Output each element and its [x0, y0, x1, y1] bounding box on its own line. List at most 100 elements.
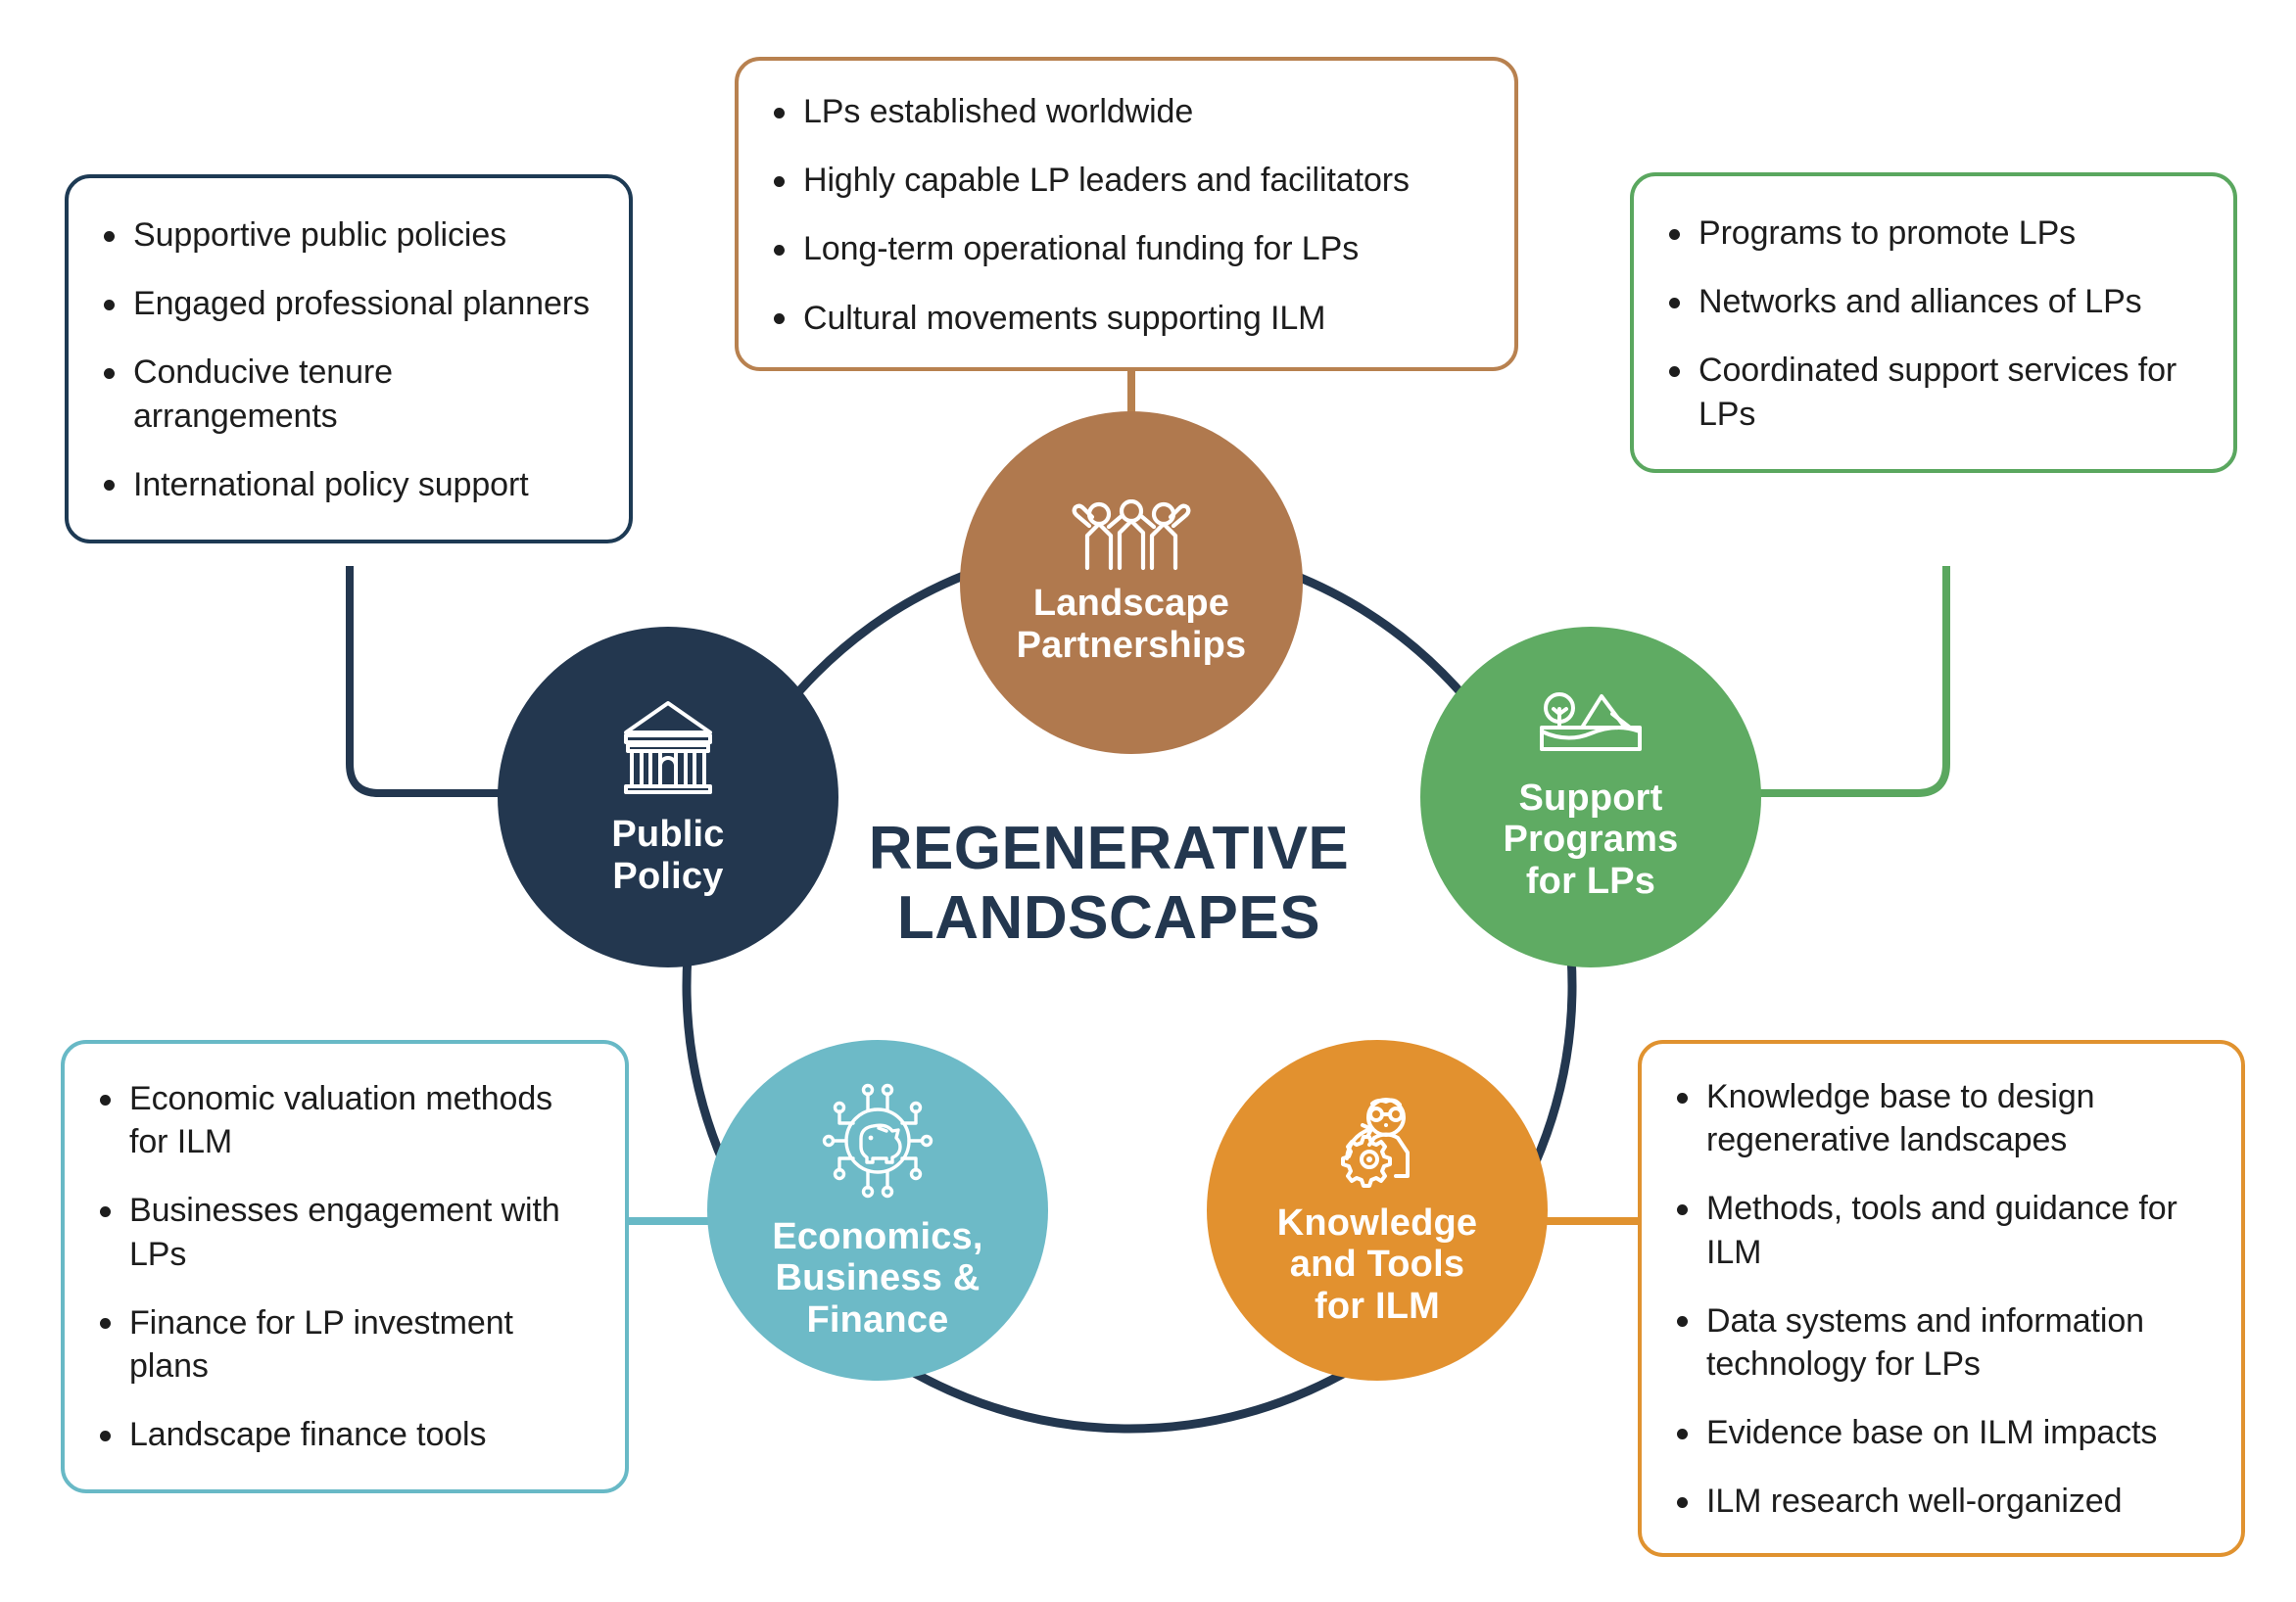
list-item-text: Data systems and information technology … [1706, 1301, 2144, 1383]
classical-building-icon [620, 697, 716, 800]
node-label-line-2: Policy [612, 855, 724, 897]
node-label-line-1: Economics, [772, 1215, 983, 1257]
callout-economics-business-finance: Economic valuation methods for ILM Busin… [61, 1040, 629, 1494]
list-item: Knowledge base to design regenerative la… [1669, 1075, 2212, 1161]
center-title-line-1: REGENERATIVE [868, 815, 1350, 882]
node-label-line-1: Landscape [1032, 582, 1230, 624]
list-item: Evidence base on ILM impacts [1669, 1411, 2212, 1454]
node-label-line-3: for LPs [1525, 860, 1656, 902]
callout-public-policy: Supportive public policies Engaged profe… [65, 174, 633, 543]
bullet-icon [100, 1094, 111, 1106]
node-label-line-2: Business & [775, 1257, 981, 1299]
list-item-text: LPs established worldwide [803, 93, 1194, 130]
connector-public-policy [346, 566, 519, 797]
person-brain-gear-icon [1323, 1094, 1431, 1195]
bullet-icon [1677, 1316, 1688, 1328]
list-item-text: ILM research well-organized [1706, 1483, 2123, 1521]
list-item: Highly capable LP leaders and facilitato… [766, 159, 1487, 202]
node-label-line-3: for ILM [1314, 1285, 1441, 1327]
callout-knowledge-and-tools: Knowledge base to design regenerative la… [1638, 1040, 2245, 1557]
node-label-line-2: Partnerships [1016, 624, 1247, 666]
list-item: Economic valuation methods for ILM [92, 1077, 596, 1163]
list-item: LPs established worldwide [766, 90, 1487, 133]
node-label-line-1: Public [611, 813, 725, 855]
bullet-icon [100, 1206, 111, 1218]
node-label-line-2: and Tools [1289, 1244, 1465, 1286]
list-item-text: Conducive tenure arrangements [133, 353, 393, 435]
list-item: Data systems and information technology … [1669, 1299, 2212, 1386]
landscape-tree-mountain-icon [1536, 691, 1646, 766]
bullet-icon [100, 1430, 111, 1441]
list-item: Cultural movements supporting ILM [766, 297, 1487, 340]
list-item: Methods, tools and guidance for ILM [1669, 1187, 2212, 1273]
connector-support-programs [1753, 566, 1950, 797]
list-item: Long-term operational funding for LPs [766, 227, 1487, 270]
list-item-text: Finance for LP investment plans [129, 1303, 513, 1385]
list-item-text: Methods, tools and guidance for ILM [1706, 1190, 2177, 1271]
list-item: Supportive public policies [96, 213, 599, 257]
node-landscape-partnerships[interactable]: Landscape Partnerships [960, 411, 1303, 754]
list-item-text: Cultural movements supporting ILM [803, 299, 1326, 337]
bullet-list-public-policy: Supportive public policies Engaged profe… [96, 213, 599, 506]
list-item: Networks and alliances of LPs [1661, 280, 2204, 323]
list-item-text: Supportive public policies [133, 216, 507, 254]
node-label-line-3: Finance [806, 1298, 949, 1341]
bullet-icon [104, 299, 115, 310]
bullet-icon [1677, 1092, 1688, 1104]
bullet-icon [104, 480, 115, 492]
bullet-icon [104, 230, 115, 242]
list-item-text: Landscape finance tools [129, 1416, 487, 1454]
node-economics-business-finance[interactable]: Economics, Business & Finance [707, 1040, 1048, 1381]
list-item-text: Economic valuation methods for ILM [129, 1080, 553, 1161]
bullet-icon [100, 1318, 111, 1330]
list-item-text: Businesses engagement with LPs [129, 1192, 560, 1273]
list-item: International policy support [96, 463, 599, 506]
list-item-text: Long-term operational funding for LPs [803, 230, 1360, 268]
callout-landscape-partnerships: LPs established worldwide Highly capable… [735, 57, 1518, 371]
list-item: Landscape finance tools [92, 1413, 596, 1456]
list-item-text: Coordinated support services for LPs [1698, 352, 2177, 433]
list-item-text: Evidence base on ILM impacts [1706, 1414, 2158, 1452]
bullet-icon [1677, 1204, 1688, 1216]
node-label: Economics, Business & Finance [772, 1216, 982, 1342]
list-item-text: Highly capable LP leaders and facilitato… [803, 162, 1410, 200]
bullet-list-landscape-partnerships: LPs established worldwide Highly capable… [766, 90, 1487, 340]
diagram-center-title: REGENERATIVE LANDSCAPES [835, 815, 1383, 953]
bullet-icon [774, 107, 785, 118]
node-label: Knowledge and Tools for ILM [1277, 1202, 1477, 1328]
bullet-icon [774, 313, 785, 325]
list-item: Programs to promote LPs [1661, 212, 2204, 255]
list-item: Conducive tenure arrangements [96, 351, 599, 437]
bullet-icon [1677, 1428, 1688, 1439]
node-label-line-2: Programs [1503, 819, 1679, 861]
list-item-text: Programs to promote LPs [1698, 214, 2077, 252]
bullet-icon [104, 368, 115, 380]
people-raised-arms-icon [1069, 498, 1194, 577]
node-public-policy[interactable]: Public Policy [498, 627, 838, 967]
node-support-programs[interactable]: Support Programs for LPs [1420, 627, 1761, 967]
bullet-icon [1669, 366, 1680, 378]
node-label-line-1: Support [1518, 777, 1663, 819]
list-item-text: Engaged professional planners [133, 285, 590, 323]
bullet-list-support-programs: Programs to promote LPs Networks and all… [1661, 212, 2204, 436]
list-item: Coordinated support services for LPs [1661, 349, 2204, 435]
center-title-line-2: LANDSCAPES [896, 883, 1321, 952]
list-item: Businesses engagement with LPs [92, 1189, 596, 1275]
node-knowledge-and-tools[interactable]: Knowledge and Tools for ILM [1207, 1040, 1548, 1381]
list-item: ILM research well-organized [1669, 1480, 2212, 1523]
bullet-icon [1669, 228, 1680, 240]
bullet-icon [1677, 1496, 1688, 1508]
bullet-icon [1669, 297, 1680, 308]
node-label: Landscape Partnerships [1017, 583, 1247, 666]
list-item: Finance for LP investment plans [92, 1301, 596, 1388]
node-label-line-1: Knowledge [1276, 1202, 1478, 1244]
bullet-icon [774, 175, 785, 187]
list-item-text: Knowledge base to design regenerative la… [1706, 1078, 2095, 1159]
list-item-text: Networks and alliances of LPs [1698, 283, 2142, 321]
bullet-list-economics: Economic valuation methods for ILM Busin… [92, 1077, 596, 1456]
bullet-icon [774, 245, 785, 257]
piggy-bank-circuit-icon [816, 1080, 939, 1206]
callout-support-programs: Programs to promote LPs Networks and all… [1630, 172, 2237, 473]
list-item-text: International policy support [133, 465, 529, 503]
